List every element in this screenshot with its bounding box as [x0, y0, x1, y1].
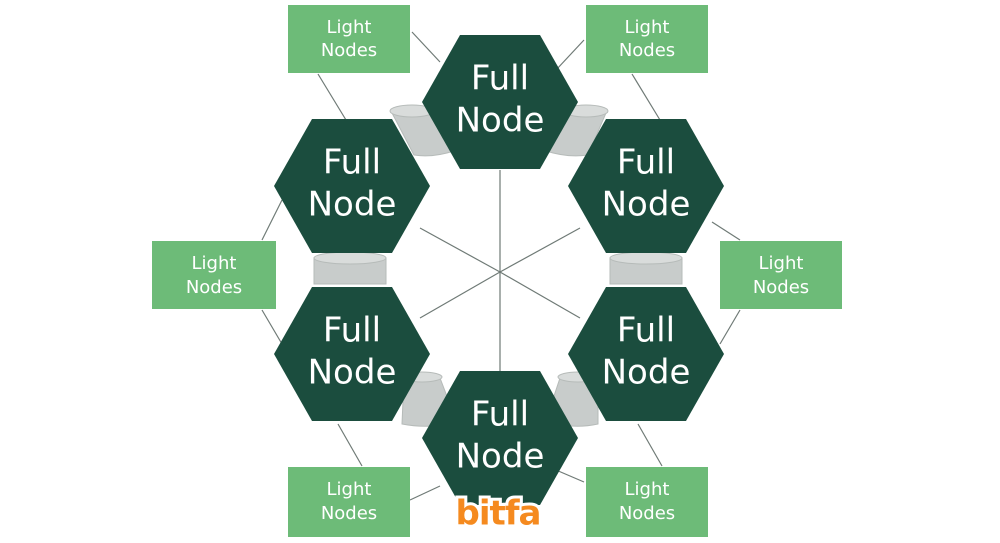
full-node-label-line1: Full	[323, 311, 381, 351]
light-node-label-line2: Nodes	[753, 277, 809, 298]
light-line-bottom-right-b	[555, 469, 585, 483]
full-node-label-line2: Node	[456, 101, 545, 141]
full-node-label-line2: Node	[456, 437, 545, 477]
light-node-label-line1: Light	[759, 253, 804, 274]
link-line-lower-right	[499, 271, 581, 319]
light-line-top-left-a	[411, 31, 441, 63]
full-node-label-line2: Node	[602, 353, 691, 393]
bitfa-logo-text: bitfa	[456, 494, 541, 534]
full-node-label-line1: Full	[471, 59, 529, 99]
light-node-lines	[261, 31, 741, 501]
full-node-label-line2: Node	[308, 185, 397, 225]
full-node-label-line1: Full	[617, 311, 675, 351]
full-node-upper-right: Full Node	[568, 119, 724, 253]
light-node-bottom-left: Light Nodes	[288, 467, 410, 537]
light-line-bottom-left-b	[409, 485, 441, 501]
light-line-bottom-left-a	[337, 423, 363, 467]
link-line-upper-right	[499, 227, 581, 273]
connector-left-cap	[313, 251, 387, 265]
full-node-top: Full Node	[422, 35, 578, 169]
light-line-top-left-b	[317, 73, 347, 121]
light-line-mid-right-a	[711, 221, 741, 241]
full-node-label-line1: Full	[617, 143, 675, 183]
center-link-lines	[419, 170, 581, 374]
bitfa-logo-outline: bitfa	[456, 494, 541, 534]
light-node-top-right: Light Nodes	[586, 5, 708, 73]
connector-right-cap	[609, 251, 683, 265]
link-line-upper-left	[419, 227, 501, 273]
light-line-mid-left-a	[261, 199, 283, 241]
light-node-label-line2: Nodes	[321, 503, 377, 524]
light-node-label-line1: Light	[192, 253, 237, 274]
light-line-bottom-right-a	[637, 423, 663, 467]
light-node-middle-left: Light Nodes	[152, 241, 276, 309]
full-node-label-line1: Full	[471, 395, 529, 435]
full-node-lower-right: Full Node	[568, 287, 724, 421]
light-node-bottom-right: Light Nodes	[586, 467, 708, 537]
light-node-label-line2: Nodes	[186, 277, 242, 298]
light-line-mid-left-b	[261, 309, 283, 345]
full-node-label-line1: Full	[323, 143, 381, 183]
light-node-label-line1: Light	[625, 17, 670, 38]
full-node-bottom: Full Node	[422, 371, 578, 505]
full-node-lower-left: Full Node	[274, 287, 430, 421]
link-line-lower-left	[419, 271, 501, 319]
full-node-label-line2: Node	[602, 185, 691, 225]
light-line-top-right-a	[555, 39, 585, 71]
light-node-label-line1: Light	[327, 17, 372, 38]
light-node-label-line2: Nodes	[619, 503, 675, 524]
full-node-label-line2: Node	[308, 353, 397, 393]
light-line-top-right-b	[631, 73, 661, 121]
light-node-middle-right: Light Nodes	[720, 241, 842, 309]
light-node-label-line1: Light	[625, 479, 670, 500]
bitfa-logo: bitfa bitfa	[453, 491, 545, 537]
light-node-top-left: Light Nodes	[288, 5, 410, 73]
light-node-label-line2: Nodes	[619, 40, 675, 61]
light-node-label-line2: Nodes	[321, 40, 377, 61]
light-node-label-line1: Light	[327, 479, 372, 500]
full-node-upper-left: Full Node	[274, 119, 430, 253]
light-line-mid-right-b	[719, 309, 741, 345]
